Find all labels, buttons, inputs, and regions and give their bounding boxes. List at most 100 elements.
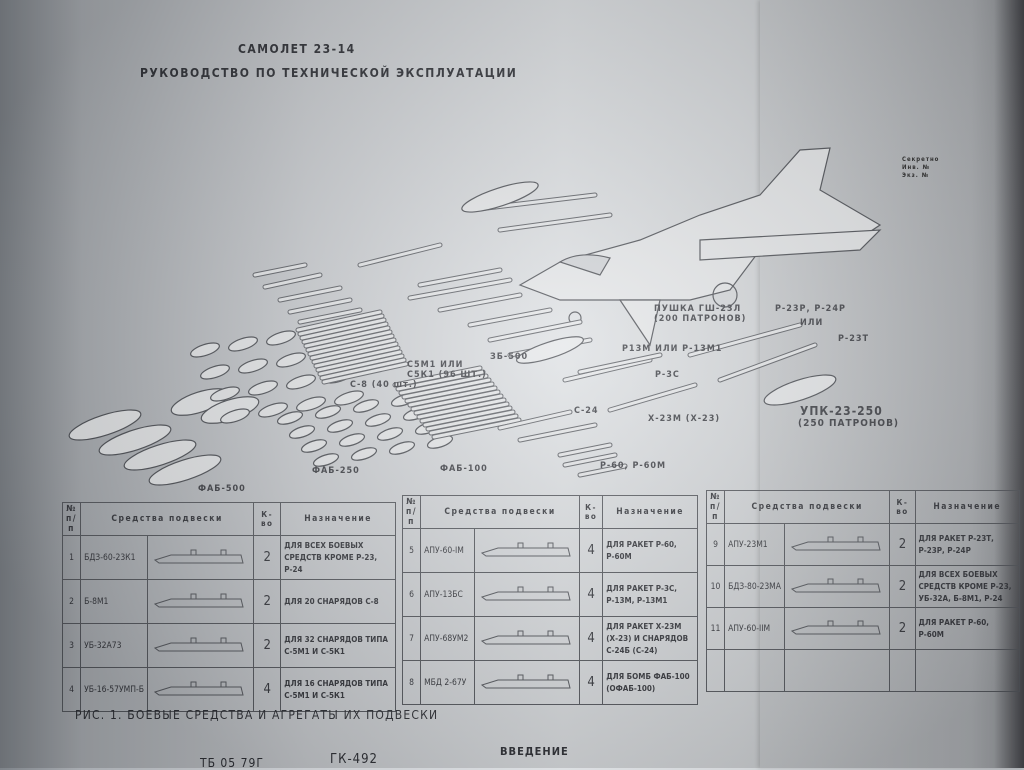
purpose: для ракет Р-60, Р-60М [914, 607, 1020, 650]
label-fab250: ФАБ-250 [312, 466, 360, 476]
s5-rocket-row-fill [423, 406, 512, 427]
s8-rocket-row-fill [318, 354, 404, 376]
rack-drawing [474, 528, 580, 573]
s8-rocket-row-fill [322, 362, 408, 384]
fab100-bomb [300, 439, 328, 453]
rack-drawing [784, 649, 891, 692]
s5-rocket-row-fill [420, 402, 509, 423]
zb500-tank [461, 181, 539, 213]
rack-icon [790, 578, 881, 593]
zb500-tank [516, 336, 584, 364]
purpose: для 32 снарядов типа С-5М1 и С-5К1 [280, 623, 396, 668]
upk-gun-pod [763, 374, 837, 406]
missile-fill [718, 343, 817, 382]
missile-fill [563, 358, 652, 382]
rack-drawing [784, 523, 891, 566]
missile-fill [688, 323, 802, 357]
rack-icon [481, 542, 572, 557]
label-upk-rounds: (250 патронов) [798, 418, 900, 429]
label-s5: С5М1 или [407, 360, 464, 370]
s5-rocket-row-fill [405, 382, 494, 403]
label-fab500: ФАБ-500 [198, 484, 246, 494]
label-s5b: С5К1 (96 шт.) [407, 370, 487, 380]
header-num: № п/п [401, 495, 422, 529]
s5-rocket-row-fill [411, 390, 500, 411]
s8-rocket-row-fill [300, 318, 386, 340]
row-num [705, 649, 726, 692]
rack-name [724, 649, 786, 692]
rack-icon [790, 620, 881, 635]
purpose: для всех боевых средств кроме Р-23, УБ-3… [914, 565, 1020, 608]
label-fab100: ФАБ-100 [440, 464, 488, 474]
missile-fill [608, 383, 697, 412]
rack-name: УБ-16-57УМП-Б [80, 667, 148, 712]
rack-name: АПУ-13БС [420, 572, 476, 617]
fab250-bomb [210, 386, 240, 402]
row-num: 3 [61, 623, 82, 668]
header-qty: К-во [253, 502, 282, 536]
header-purpose: Назначение [280, 502, 396, 536]
s5-rocket-row-fill [417, 398, 506, 419]
aircraft-title: Самолет 23-14 [238, 42, 356, 56]
manual-subtitle: Руководство по технической эксплуатации [140, 66, 518, 80]
fab250-bomb [220, 408, 250, 424]
fab100-bomb [326, 419, 354, 433]
rack-name: АПУ-68УМ2 [420, 616, 476, 661]
rack-drawing [474, 616, 580, 661]
label-or: или [800, 318, 824, 328]
fab100-bomb [376, 427, 404, 441]
quantity: 4 [578, 528, 604, 573]
footer-doc: ТБ 05 79г [200, 756, 264, 770]
rack-icon [153, 681, 244, 696]
purpose: для ракет Р-23Т, Р-23Р, Р-24Р [914, 523, 1020, 566]
missile-fill [578, 464, 627, 477]
fab250-bomb [238, 358, 268, 374]
label-zb500: ЗБ-500 [490, 352, 529, 362]
purpose: для ракет Х-23М (Х-23) и снарядов С-24Б … [602, 616, 698, 661]
purpose: для ракет Р-60, Р-60М [602, 528, 698, 573]
missile-fill [418, 268, 502, 287]
rack-name: УБ-32А73 [80, 623, 148, 668]
missile-fill [488, 320, 582, 342]
row-num: 8 [401, 660, 422, 705]
s5-rocket-row-fill [402, 378, 491, 399]
header-means: Средства подвески [80, 502, 255, 536]
s8-rocket-row-fill [304, 326, 390, 348]
rack-name: БДЗ-80-23МА [724, 565, 786, 608]
header-qty: К-во [578, 495, 604, 529]
stamp-line: Экз. № [902, 172, 930, 179]
fab100-bomb [288, 425, 316, 439]
s5-rocket-row-fill [429, 414, 518, 435]
fab250-bomb [190, 342, 220, 358]
rack-name: МБД 2-67У [420, 660, 476, 705]
label-r60: Р-60, Р-60М [600, 461, 667, 471]
row-num: 1 [61, 535, 82, 580]
s5-rocket-row-fill [426, 410, 515, 431]
rack-drawing [146, 535, 255, 580]
rack-icon [153, 637, 244, 652]
row-num: 9 [705, 523, 726, 566]
row-num: 2 [61, 579, 82, 624]
label-s8: С-8 (40 шт.) [350, 380, 418, 390]
quantity: 2 [889, 523, 916, 566]
quantity: 2 [253, 579, 282, 624]
s8-rocket-row-fill [312, 342, 398, 364]
missile-fill [558, 443, 612, 457]
rack-icon [481, 586, 572, 601]
rack-drawing [146, 579, 255, 624]
quantity: 4 [253, 667, 282, 712]
rack-name: АПУ-23М1 [724, 523, 786, 566]
row-num: 6 [401, 572, 422, 617]
rack-name: Б-8М1 [80, 579, 148, 624]
figure-caption: Рис. 1. Боевые средства и агрегаты их по… [75, 708, 439, 722]
s5-rocket-row-fill [393, 366, 482, 387]
s24-rocket-fill [253, 263, 307, 277]
missile-fill [358, 243, 442, 267]
label-gun: пушка ГШ-23Л [654, 304, 742, 314]
purpose: для всех боевых средств кроме Р-23, Р-24 [280, 535, 396, 580]
